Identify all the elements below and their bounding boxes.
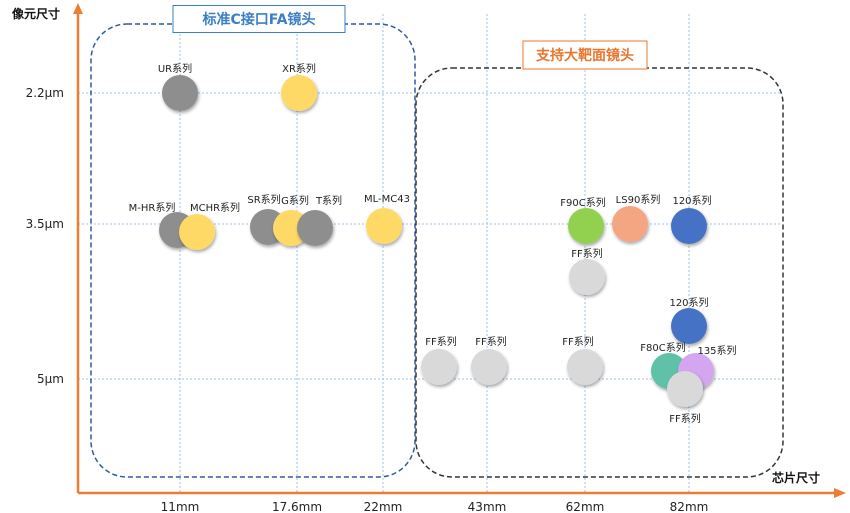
x-tick-label-1: 17.6mm xyxy=(272,500,322,513)
data-point-label-12: 120系列 xyxy=(669,296,708,309)
data-point-6 xyxy=(297,210,333,246)
x-tick-label-4: 62mm xyxy=(566,500,605,513)
x-axis-arrow xyxy=(834,488,846,498)
x-tick-label-5: 82mm xyxy=(670,500,709,513)
data-point-14 xyxy=(471,349,507,385)
data-point-label-10: 120系列 xyxy=(672,194,711,207)
data-point-13 xyxy=(421,349,457,385)
data-point-15 xyxy=(567,349,603,385)
group-title-frame-1 xyxy=(522,40,648,70)
y-axis-title: 像元尺寸 xyxy=(12,6,60,21)
data-point-label-5: G系列 xyxy=(281,194,309,207)
y-tick-label-1: 3.5μm xyxy=(26,217,64,231)
data-point-8 xyxy=(568,208,604,244)
data-point-label-17: 135系列 xyxy=(697,344,736,357)
data-point-label-3: MCHR系列 xyxy=(190,201,240,214)
data-point-label-18: FF系列 xyxy=(669,412,701,425)
data-point-12 xyxy=(671,308,707,344)
group-title-1: 支持大靶面镜头 xyxy=(535,47,634,64)
data-point-18 xyxy=(667,371,703,407)
data-point-9 xyxy=(612,206,648,242)
group-title-0: 标准C接口FA镜头 xyxy=(201,11,315,28)
data-point-label-6: T系列 xyxy=(315,194,342,207)
group-title-frame-0 xyxy=(172,5,346,33)
data-point-1 xyxy=(281,75,317,111)
data-point-label-7: ML-MC43 xyxy=(364,194,410,205)
data-point-label-2: M-HR系列 xyxy=(129,201,176,214)
data-point-0 xyxy=(162,75,198,111)
x-axis-title: 芯片尺寸 xyxy=(772,470,820,485)
data-point-label-8: F90C系列 xyxy=(560,196,605,209)
y-tick-label-0: 2.2μm xyxy=(26,86,64,100)
data-point-3 xyxy=(179,214,215,250)
data-point-label-15: FF系列 xyxy=(562,335,594,348)
data-point-label-16: F80C系列 xyxy=(640,341,685,354)
data-point-label-0: UR系列 xyxy=(158,62,192,75)
data-point-7 xyxy=(366,208,402,244)
data-point-10 xyxy=(671,208,707,244)
y-axis-arrow xyxy=(73,3,83,14)
x-tick-label-3: 43mm xyxy=(468,500,507,513)
group-box-0 xyxy=(90,23,416,478)
data-point-label-1: XR系列 xyxy=(282,62,316,75)
data-point-label-14: FF系列 xyxy=(475,335,507,348)
data-point-11 xyxy=(569,259,605,295)
data-point-label-13: FF系列 xyxy=(425,335,457,348)
data-point-label-9: LS90系列 xyxy=(616,193,661,206)
data-point-label-11: FF系列 xyxy=(571,247,603,260)
x-tick-label-0: 11mm xyxy=(161,500,200,513)
y-tick-label-2: 5μm xyxy=(37,372,64,386)
x-tick-label-2: 22mm xyxy=(364,500,403,513)
data-point-label-4: SR系列 xyxy=(247,193,280,206)
